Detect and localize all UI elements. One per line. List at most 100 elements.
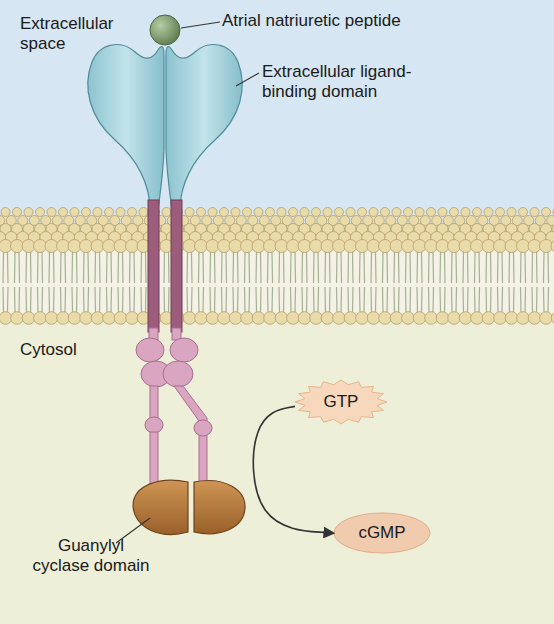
lipid-tail — [48, 287, 50, 312]
lipid-head — [298, 312, 311, 325]
lipid-tail — [301, 287, 303, 312]
lipid-head — [220, 208, 229, 217]
lipid-tail — [110, 252, 112, 283]
lipid-head — [505, 312, 518, 325]
lipid-tail — [531, 252, 533, 283]
lipid-head — [482, 240, 495, 253]
lipid-head — [241, 312, 254, 325]
lipid-tail — [214, 252, 216, 283]
lipid-tail — [244, 252, 246, 283]
lipid-bilayer — [0, 208, 554, 325]
kinase-like-lobe — [163, 361, 193, 387]
lipid-tail — [87, 287, 89, 312]
lipid-tail — [64, 252, 66, 283]
lipid-tail — [48, 252, 50, 283]
lipid-head — [519, 208, 528, 217]
lipid-head — [116, 208, 125, 217]
lipid-head — [413, 312, 426, 325]
lipid-head — [333, 240, 346, 253]
lipid-tail — [225, 252, 227, 283]
lipid-head — [208, 208, 217, 217]
lipid-tail — [7, 287, 9, 312]
lipid-tail — [313, 287, 315, 312]
lipid-tail — [329, 287, 331, 312]
lipid-tail — [455, 287, 457, 312]
lipid-tail — [478, 287, 480, 312]
lipid-head — [11, 312, 24, 325]
lipid-head — [34, 240, 47, 253]
lipid-tail — [202, 287, 204, 312]
lipid-head — [229, 240, 242, 253]
lipid-tail — [267, 287, 269, 312]
lipid-head — [356, 312, 369, 325]
lipid-head — [103, 312, 116, 325]
lipid-tail — [2, 252, 4, 283]
lipid-head — [195, 312, 208, 325]
lipid-tail — [409, 252, 411, 283]
lipid-tail — [421, 287, 423, 312]
lipid-tail — [375, 252, 377, 283]
lipid-tail — [306, 252, 308, 283]
lipid-head — [45, 312, 58, 325]
lipid-tail — [508, 287, 510, 312]
part-label: Atrial natriuretic peptide — [222, 11, 462, 31]
lipid-head — [93, 208, 102, 217]
lipid-head — [450, 208, 459, 217]
lipid-tail — [451, 252, 453, 283]
lipid-head — [243, 208, 252, 217]
lipid-head — [344, 240, 357, 253]
lipid-head — [402, 240, 415, 253]
lipid-head — [415, 208, 424, 217]
lipid-tail — [41, 252, 43, 283]
lipid-tail — [290, 287, 292, 312]
lipid-tail — [198, 252, 200, 283]
lipid-tail — [455, 252, 457, 283]
lipid-head — [59, 208, 68, 217]
lipid-head — [57, 240, 70, 253]
lipid-tail — [490, 252, 492, 283]
lipid-head — [344, 312, 357, 325]
lipid-tail — [260, 287, 262, 312]
lipid-tail — [336, 252, 338, 283]
lipid-tail — [386, 252, 388, 283]
lipid-head — [126, 312, 139, 325]
lipid-tail — [439, 287, 441, 312]
lipid-tail — [347, 287, 349, 312]
lipid-head — [505, 240, 518, 253]
lipid-tail — [191, 252, 193, 283]
lipid-head — [367, 240, 380, 253]
molecule-ellipse: cGMP — [333, 512, 431, 554]
peptide-ligand — [150, 15, 180, 45]
lipid-tail — [267, 252, 269, 283]
lipid-tail — [375, 287, 377, 312]
lipid-tail — [232, 287, 234, 312]
lipid-tail — [14, 252, 16, 283]
lipid-tail — [543, 252, 545, 283]
starburst-shape — [295, 380, 387, 424]
lipid-head — [266, 208, 275, 217]
lipid-tail — [244, 287, 246, 312]
lipid-tail — [393, 252, 395, 283]
lipid-tail — [524, 287, 526, 312]
transmembrane-helix — [171, 200, 182, 332]
lipid-head — [448, 240, 461, 253]
lipid-tail — [163, 287, 165, 312]
lipid-tail — [209, 252, 211, 283]
lipid-head — [91, 240, 104, 253]
lipid-head — [0, 312, 12, 325]
lipid-tail — [370, 252, 372, 283]
lipid-tail — [214, 287, 216, 312]
lipid-tail — [536, 287, 538, 312]
hinge-bead — [145, 417, 163, 433]
lipid-head — [517, 240, 530, 253]
lipid-head — [218, 240, 231, 253]
lipid-head — [241, 240, 254, 253]
lipid-tail — [140, 287, 142, 312]
lipid-head — [369, 208, 378, 217]
lipid-tail — [416, 252, 418, 283]
lipid-tail — [363, 287, 365, 312]
cytoplasmic-segment — [150, 432, 158, 484]
lipid-tail — [30, 287, 32, 312]
lipid-head — [448, 312, 461, 325]
lipid-tail — [336, 287, 338, 312]
